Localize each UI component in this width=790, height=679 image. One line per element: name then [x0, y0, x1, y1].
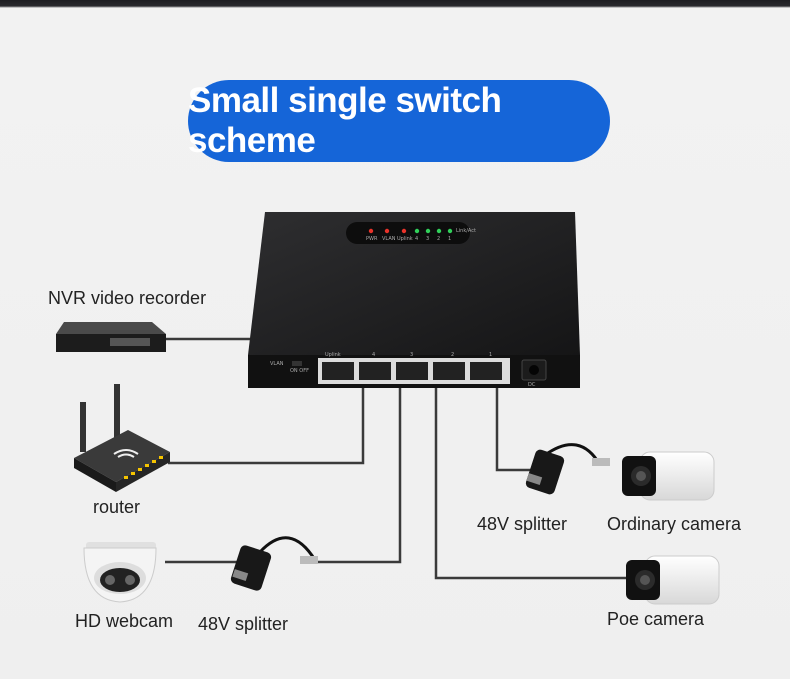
cables [165, 337, 635, 580]
ordinary-camera-device [622, 451, 715, 501]
port-label-4: 4 [372, 352, 375, 358]
led-label-vlan: VLAN [382, 236, 396, 242]
dc-label: DC [528, 382, 536, 388]
led-label-pwr: PWR [366, 236, 378, 242]
port-label-uplink: Uplink [325, 352, 341, 358]
router-device [74, 384, 170, 492]
label-nvr: NVR video recorder [48, 288, 207, 308]
ethernet-ports [318, 358, 510, 384]
led-label-1: 1 [448, 236, 451, 242]
cable-splitter-left [318, 384, 402, 564]
led-label-3: 3 [426, 236, 429, 242]
port-label-1: 1 [489, 352, 492, 358]
nvr-recorder-device [56, 322, 166, 352]
onoff-label: ON OFF [290, 368, 309, 374]
cable-router [168, 384, 365, 465]
label-splitter-right: 48V splitter [477, 514, 568, 534]
hd-webcam-device [83, 542, 157, 603]
led-label-uplink: Uplink [397, 236, 413, 242]
led-label-linkact: Link/Act [456, 228, 476, 234]
status-leds [368, 228, 453, 234]
cable-poe-camera [434, 384, 635, 580]
led-label-2: 2 [437, 236, 440, 242]
label-hd-webcam: HD webcam [75, 611, 174, 631]
switch-device: PWR VLAN Uplink 4 3 2 1 Link/Act VLAN ON… [248, 212, 580, 388]
port-label-2: 2 [451, 352, 454, 358]
label-poe-camera: Poe camera [607, 609, 705, 629]
port-label-3: 3 [410, 352, 413, 358]
label-splitter-left: 48V splitter [198, 614, 289, 634]
cable-splitter-right [495, 384, 532, 472]
vlan-label: VLAN [270, 361, 284, 367]
led-label-4: 4 [415, 236, 418, 242]
splitter-right-device [525, 443, 610, 495]
diagram-title: Small single switch scheme [188, 80, 610, 162]
label-ordinary-camera: Ordinary camera [607, 514, 742, 534]
splitter-left-device [230, 536, 318, 591]
label-router: router [93, 497, 141, 517]
poe-camera-device [626, 555, 720, 605]
